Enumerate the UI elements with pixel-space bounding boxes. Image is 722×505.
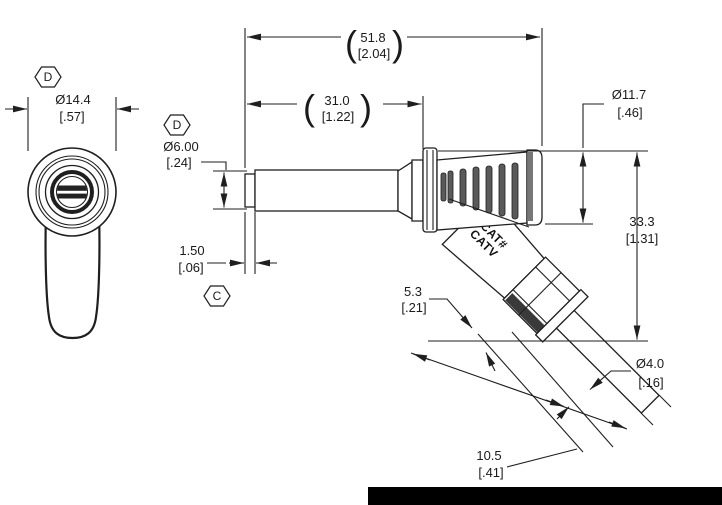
dim-overall-height: 33.3 [1.31] — [428, 152, 659, 342]
grip-slot — [459, 168, 467, 207]
dim-cable-lines — [410, 331, 672, 453]
dim-cable-dia: Ø4.0 [.16] — [556, 356, 664, 420]
side-view-body — [244, 147, 543, 233]
front-dark-ring — [50, 170, 94, 214]
flag-tip-dia: D — [163, 114, 191, 136]
face-dia-inch: [.57] — [59, 109, 84, 124]
front-handle — [44, 208, 101, 340]
grip-slot — [472, 166, 480, 211]
grip-slot — [440, 172, 447, 202]
flag-front-dia-letter: D — [44, 70, 53, 84]
shaft-len-paren-close: ) — [360, 87, 372, 128]
dim-body-dia: Ø11.7 [.46] — [438, 87, 648, 225]
grip-slot — [498, 163, 506, 217]
flag-tip-len-letter: C — [213, 289, 222, 303]
shaft-len-mm: 31.0 — [324, 93, 349, 108]
dim-boot-section: 5.3 [.21] — [401, 284, 496, 372]
front-center-slot — [57, 185, 87, 199]
face-dia-mm: Ø14.4 — [55, 92, 90, 107]
overall-height-inch: [1.31] — [626, 231, 659, 246]
boot-section-inch: [.21] — [401, 300, 426, 315]
boot-section-mm: 5.3 — [404, 284, 422, 299]
plug-barrel — [254, 169, 399, 212]
cable-dia-inch: [.16] — [638, 375, 663, 390]
dim-tip-dia: Ø6.00 [.24] — [163, 139, 247, 210]
cable-exit-inch: [.41] — [478, 465, 503, 480]
shaft-len-inch: [1.22] — [322, 109, 355, 124]
dim-tip-len: 1.50 [.06] — [178, 212, 277, 275]
overall-height-mm: 33.3 — [629, 214, 654, 229]
dim-overall-len: ( 51.8 [2.04] ) — [244, 23, 543, 168]
shaft-len-paren-open: ( — [303, 87, 315, 128]
taper-cone — [397, 160, 413, 221]
overall-len-inch: [2.04] — [358, 46, 391, 61]
collar-shadow-band — [505, 293, 552, 340]
body-dia-mm: Ø11.7 — [612, 87, 646, 102]
overall-len-mm: 51.8 — [360, 30, 385, 45]
grip-slot — [447, 170, 454, 204]
neck-cylinder — [411, 159, 424, 222]
flange — [422, 147, 438, 233]
redaction-bar — [368, 487, 722, 505]
cap-shade — [528, 152, 533, 221]
tip-dia-inch: [.24] — [166, 155, 191, 170]
branch-intersection-line — [448, 198, 530, 228]
plug-tip — [244, 173, 256, 208]
cable — [555, 309, 660, 414]
grip-slot — [511, 162, 519, 220]
tip-dia-mm: Ø6.00 — [163, 139, 198, 154]
cable-dia-mm: Ø4.0 — [636, 356, 664, 371]
overall-len-paren-open: ( — [345, 23, 357, 64]
cable-exit-mm: 10.5 — [476, 448, 501, 463]
flag-tip-len: C — [203, 285, 231, 307]
grip-slot — [485, 165, 493, 214]
flag-tip-dia-letter: D — [173, 118, 182, 132]
dim-cable-exit: 10.5 [.41] — [476, 448, 578, 480]
flag-front-dia: D — [34, 66, 62, 88]
tip-len-mm: 1.50 — [179, 243, 204, 258]
dim-shaft-len: ( 31.0 [1.22] ) — [247, 87, 424, 149]
overall-len-paren-close: ) — [392, 23, 404, 64]
body-dia-inch: [.46] — [617, 105, 642, 120]
tip-len-inch: [.06] — [178, 260, 203, 275]
dim-face-dia: Ø14.4 [.57] — [5, 92, 139, 151]
front-view — [27, 147, 117, 340]
